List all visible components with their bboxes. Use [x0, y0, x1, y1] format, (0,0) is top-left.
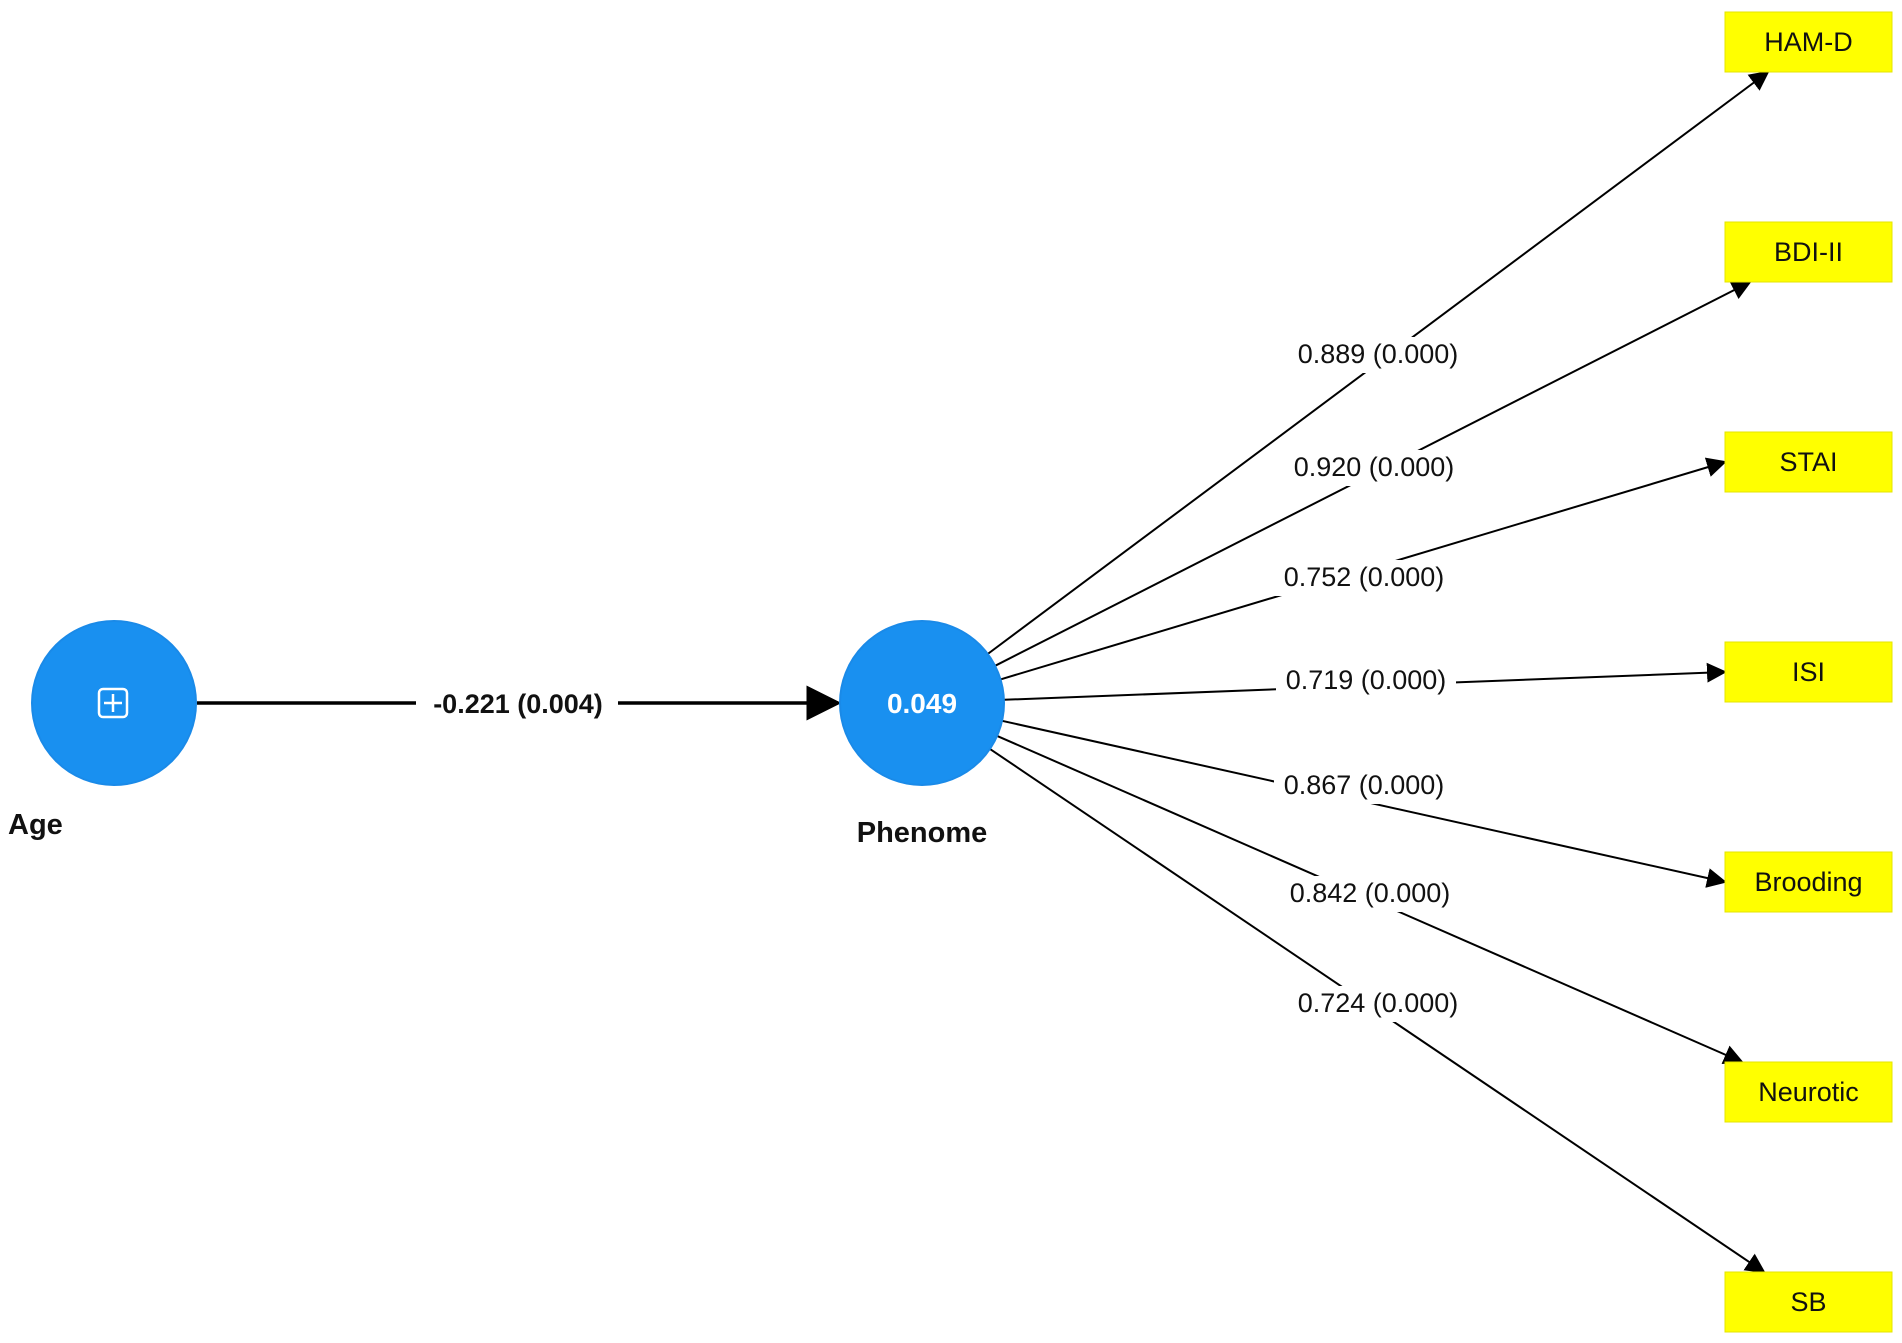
loading-label-bg-bdi-ii: [1284, 450, 1464, 486]
indicator-box-isi[interactable]: [1724, 641, 1893, 703]
indicator-ham-d[interactable]: HAM-D: [1724, 11, 1893, 73]
loading-edge-ham-d: 0.889 (0.000): [987, 70, 1770, 655]
construct-age[interactable]: Age: [8, 620, 197, 841]
loading-label-bg-stai: [1274, 560, 1454, 596]
construct-age-name: Age: [8, 809, 63, 841]
plus-square-icon[interactable]: [97, 687, 129, 719]
indicator-sb[interactable]: SB: [1724, 1271, 1893, 1333]
loading-edge-stai: 0.752 (0.000): [1000, 457, 1727, 681]
loading-label-ham-d: 0.889 (0.000): [1298, 339, 1459, 369]
indicator-neurotic[interactable]: Neurotic: [1724, 1061, 1893, 1123]
indicator-box-brooding[interactable]: [1724, 851, 1893, 913]
loading-edge-isi: 0.719 (0.000): [1003, 662, 1727, 701]
loading-label-isi: 0.719 (0.000): [1286, 665, 1447, 695]
indicator-label-ham-d: HAM-D: [1764, 27, 1853, 57]
loading-label-neurotic: 0.842 (0.000): [1290, 878, 1451, 908]
indicator-isi[interactable]: ISI: [1724, 641, 1893, 703]
loading-label-bg-brooding: [1274, 768, 1454, 804]
indicator-label-neurotic: Neurotic: [1758, 1077, 1859, 1107]
loading-edge-bdi-ii: 0.920 (0.000): [994, 281, 1752, 667]
outer-loadings: 0.889 (0.000) 0.920 (0.000) 0.752 (0.000) 0…: [987, 70, 1770, 1274]
indicator-bdi-ii[interactable]: BDI-II: [1724, 221, 1893, 283]
indicator-box-neurotic[interactable]: [1724, 1061, 1893, 1123]
loading-label-brooding: 0.867 (0.000): [1284, 770, 1445, 800]
loading-label-bg-ham-d: [1288, 337, 1468, 373]
indicator-brooding[interactable]: Brooding: [1724, 851, 1893, 913]
indicator-box-sb[interactable]: [1724, 1271, 1893, 1333]
loading-label-bg-isi: [1276, 663, 1456, 699]
construct-phenome-name: Phenome: [857, 817, 988, 849]
loading-edge-neurotic: 0.842 (0.000): [996, 734, 1744, 1064]
indicator-label-sb: SB: [1790, 1287, 1826, 1317]
indicator-label-brooding: Brooding: [1754, 867, 1862, 897]
indicator-box-ham-d[interactable]: [1724, 11, 1893, 73]
loading-label-sb: 0.724 (0.000): [1298, 988, 1459, 1018]
construct-phenome[interactable]: 0.049 Phenome: [839, 620, 1005, 849]
structural-path-label: -0.221 (0.004): [433, 689, 603, 719]
loading-label-bdi-ii: 0.920 (0.000): [1294, 452, 1455, 482]
indicator-box-bdi-ii[interactable]: [1724, 221, 1893, 283]
construct-phenome-r2-value: 0.049: [887, 688, 957, 719]
indicator-stai[interactable]: STAI: [1724, 431, 1893, 493]
loading-label-bg-sb: [1288, 986, 1468, 1022]
construct-phenome-circle[interactable]: [839, 620, 1005, 786]
indicator-label-bdi-ii: BDI-II: [1774, 237, 1843, 267]
loading-label-stai: 0.752 (0.000): [1284, 562, 1445, 592]
loading-edge-brooding: 0.867 (0.000): [1001, 719, 1727, 888]
loading-label-bg-neurotic: [1280, 876, 1460, 912]
structural-path: -0.221 (0.004): [197, 683, 842, 723]
loading-edge-sb: 0.724 (0.000): [989, 748, 1766, 1274]
indicator-label-isi: ISI: [1792, 657, 1825, 687]
indicator-box-stai[interactable]: [1724, 431, 1893, 493]
indicator-label-stai: STAI: [1779, 447, 1837, 477]
structural-path-label-bg: [416, 683, 618, 723]
